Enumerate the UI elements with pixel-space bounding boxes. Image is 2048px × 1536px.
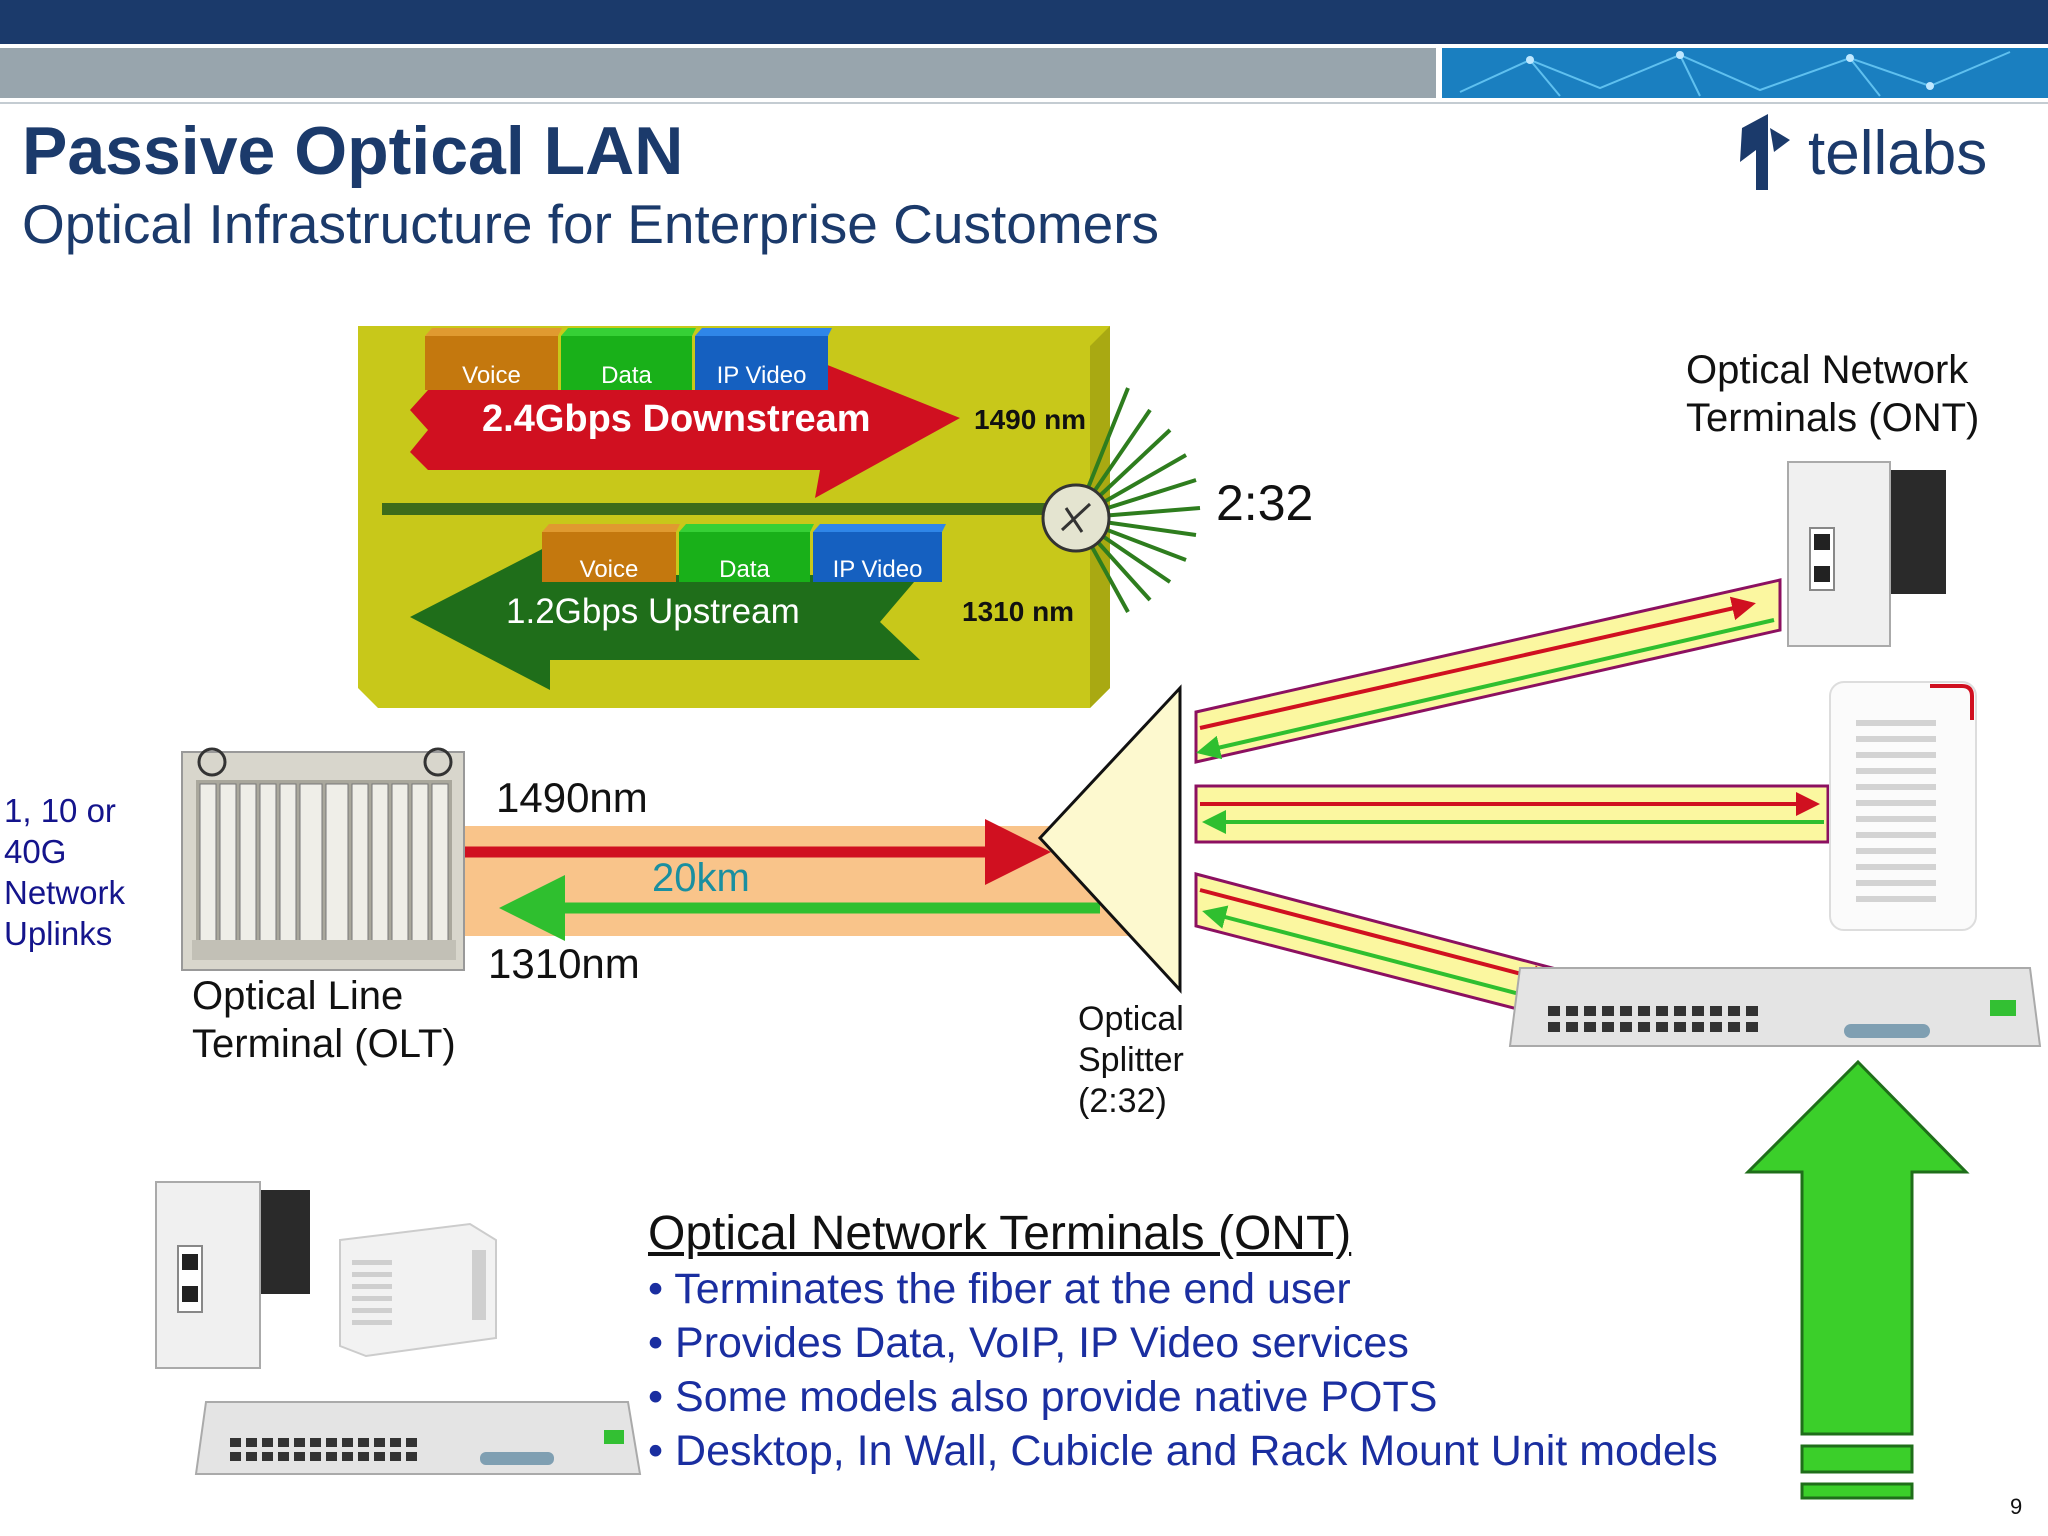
uplinks-line4: Uplinks: [4, 915, 113, 952]
upstream-label: 1.2Gbps Upstream: [506, 592, 800, 631]
desktop-ont-icon: [1829, 681, 1977, 931]
downstream-tag-ip-video: IP Video: [716, 362, 807, 389]
logo-text: tellabs: [1808, 119, 1988, 188]
ont-heading-line2: Terminals (ONT): [1686, 396, 1980, 440]
ont-bullet: Desktop, In Wall, Cubicle and Rack Mount…: [648, 1424, 1718, 1478]
header-gray-bar: [0, 48, 1436, 98]
ont-bullet: Some models also provide native POTS: [648, 1370, 1718, 1424]
ont-bullet: Provides Data, VoIP, IP Video services: [648, 1316, 1718, 1370]
link-upstream-wavelength: 1310nm: [488, 940, 640, 987]
splitter-label-line1: Optical: [1078, 1000, 1184, 1038]
uplinks-line2: 40G: [4, 833, 67, 870]
tellabs-logo-icon: [1740, 114, 1790, 190]
olt-label-line1: Optical Line: [192, 974, 404, 1018]
ont-heading-line1: Optical Network: [1686, 348, 1969, 392]
upstream-tag-voice: Voice: [579, 556, 639, 583]
olt-chassis-icon: [181, 747, 465, 971]
ont-bullet: Terminates the fiber at the end user: [648, 1262, 1718, 1316]
downstream-tag-data: Data: [601, 362, 652, 389]
ont-info-heading: Optical Network Terminals (ONT): [648, 1207, 1352, 1260]
slide-title: Passive Optical LAN: [22, 113, 684, 189]
rack-ont-icon: [1508, 967, 2042, 1047]
ont-bullet-text: Provides Data, VoIP, IP Video services: [675, 1319, 1409, 1367]
uplinks-line3: Network: [4, 874, 126, 911]
downstream-label: 2.4Gbps Downstream: [482, 398, 871, 440]
wavelength-panel: [358, 326, 1110, 708]
slide-subtitle: Optical Infrastructure for Enterprise Cu…: [22, 193, 1160, 255]
ont-info-bullets: Terminates the fiber at the end user Pro…: [648, 1262, 1718, 1478]
link-downstream-wavelength: 1490nm: [496, 774, 648, 821]
desktop-ont-photo-icon: [339, 1222, 497, 1358]
split-ratio: 2:32: [1216, 475, 1314, 531]
wall-ont-icon: [1787, 461, 1946, 647]
header-network-banner: [1442, 48, 2048, 98]
header-top-bar: [0, 0, 2048, 44]
olt-label-line2: Terminal (OLT): [192, 1022, 456, 1066]
olt-fiber-link: [464, 819, 1144, 941]
upstream-wavelength: 1310 nm: [962, 596, 1075, 627]
page-number: 9: [2010, 1494, 2023, 1519]
rack-ont-photo-icon: [194, 1401, 642, 1475]
optical-splitter-icon: [1037, 684, 1182, 994]
ont-band-top: [1194, 578, 1782, 764]
ont-band-middle: [1194, 784, 1830, 844]
splitter-connector-icon: [1041, 483, 1111, 553]
uplinks-line1: 1, 10 or: [4, 792, 116, 829]
downstream-tag-voice: Voice: [462, 362, 521, 389]
ont-bullet-text: Terminates the fiber at the end user: [674, 1265, 1351, 1313]
link-distance: 20km: [652, 856, 750, 900]
wall-ont-photo-icon: [155, 1181, 310, 1369]
fiber-splitter-icon: [1074, 387, 1201, 613]
ont-bullet-text: Desktop, In Wall, Cubicle and Rack Mount…: [675, 1427, 1718, 1475]
upstream-tag-ip-video: IP Video: [832, 556, 923, 583]
splitter-label-line2: Splitter: [1078, 1041, 1184, 1079]
upstream-tag-data: Data: [719, 556, 770, 583]
ont-band-bottom: [1194, 872, 1562, 1022]
up-arrow-icon: [1744, 1059, 1970, 1500]
ont-bullet-text: Some models also provide native POTS: [675, 1373, 1438, 1421]
splitter-label-line3: (2:32): [1078, 1082, 1167, 1120]
downstream-wavelength: 1490 nm: [974, 404, 1087, 435]
